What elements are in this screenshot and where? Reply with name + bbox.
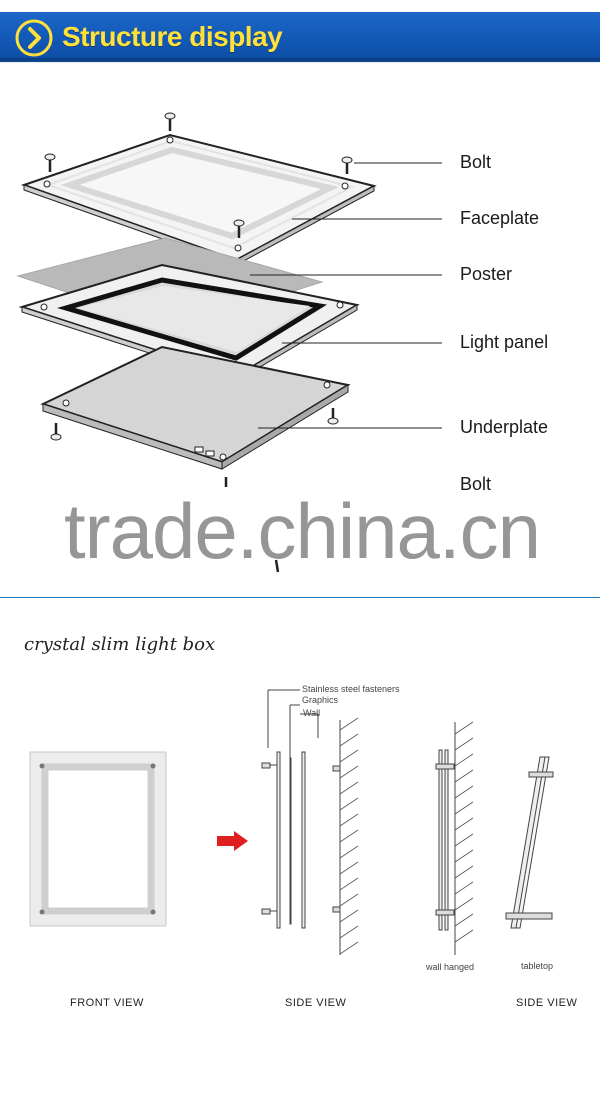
annotation-wall: Wall <box>303 708 321 718</box>
page-title: Structure display <box>62 21 283 52</box>
label-light-panel: Light panel <box>460 332 549 352</box>
label-underplate: Underplate <box>460 417 549 437</box>
tabletop-view <box>505 756 554 929</box>
front-view-frame <box>29 751 167 927</box>
wall-hanged-view <box>435 722 456 955</box>
watermark: trade.china.cn <box>64 487 541 575</box>
label-faceplate: Faceplate <box>460 208 540 228</box>
view-label-front: FRONT VIEW <box>70 997 144 1009</box>
section-divider <box>0 597 600 598</box>
leader-lines <box>250 162 442 429</box>
label-bolt-top: Bolt <box>460 152 492 172</box>
wall-hatching-2 <box>454 721 474 943</box>
label-bolt-bottom: Bolt <box>460 474 492 494</box>
exploded-structure-diagram <box>16 112 442 573</box>
section-title: crystal slim light box <box>24 634 216 655</box>
header-banner: Structure display <box>0 12 600 62</box>
red-arrow-icon <box>217 831 248 851</box>
chevron-right-circle-icon <box>15 19 53 57</box>
mount-label-tabletop: tabletop <box>521 961 554 971</box>
top-bolts <box>44 112 353 238</box>
bottom-bolts <box>50 408 339 573</box>
annotation-fasteners: Stainless steel fasteners <box>302 684 400 694</box>
view-label-side-center: SIDE VIEW <box>285 997 347 1009</box>
banner-shadow <box>0 58 600 64</box>
mount-label-wall-hanged: wall hanged <box>426 962 475 972</box>
wall-hatching-1 <box>339 717 359 955</box>
label-poster: Poster <box>460 264 513 284</box>
light-panel-layer <box>18 263 360 382</box>
underplate-layer <box>40 345 351 470</box>
view-label-side-right: SIDE VIEW <box>516 997 578 1009</box>
side-view-exploded <box>261 689 341 955</box>
annotation-graphics: Graphics <box>302 695 339 705</box>
